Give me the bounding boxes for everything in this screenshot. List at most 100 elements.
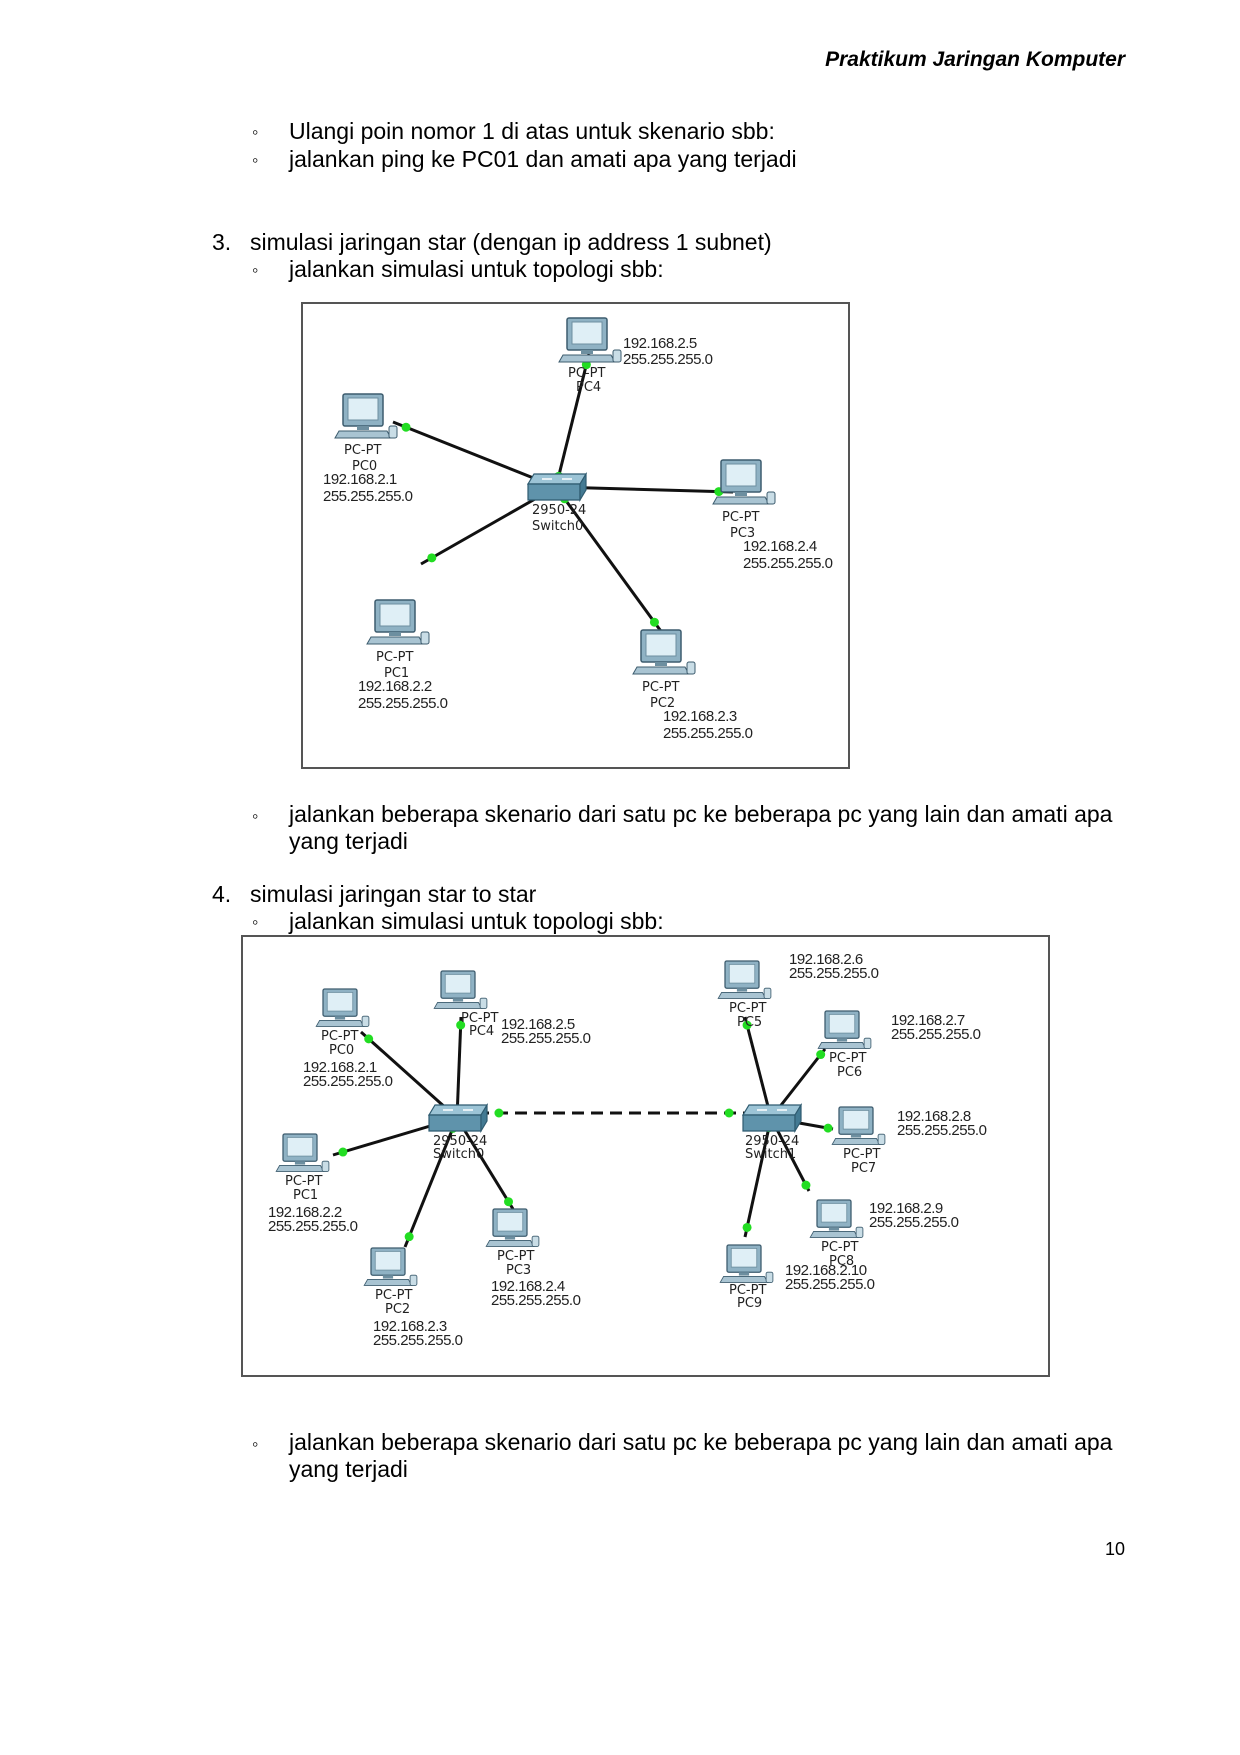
pc-mask: 255.255.255.0 (789, 965, 879, 982)
bullet-glyph: ◦ (252, 912, 259, 932)
network-link (392, 420, 557, 489)
section-title: simulasi jaringan star to star (250, 881, 537, 907)
pc-mask: 255.255.255.0 (891, 1026, 981, 1043)
pc-icon (334, 393, 398, 439)
pc-ip: 192.168.2.8 (897, 1108, 971, 1125)
pc-type: PC-PT (497, 1249, 534, 1264)
pc-name: PC6 (837, 1065, 862, 1080)
network-link (554, 486, 665, 635)
bullet-text: jalankan beberapa skenario dari satu pc … (289, 801, 1113, 827)
pc-name: PC3 (506, 1263, 531, 1278)
pc-name: PC4 (576, 380, 601, 395)
bullet-text: jalankan simulasi untuk topologi sbb: (289, 908, 664, 934)
pc-type: PC-PT (642, 680, 679, 695)
bullet-glyph: ◦ (252, 122, 259, 142)
pc-type: PC-PT (321, 1029, 358, 1044)
pc-type: PC-PT (729, 1001, 766, 1016)
network-link (743, 1016, 773, 1119)
pc-name: PC1 (293, 1188, 318, 1203)
pc-mask: 255.255.255.0 (358, 695, 448, 712)
pc-ip: 192.168.2.2 (268, 1204, 342, 1221)
pc-mask: 255.255.255.0 (501, 1030, 591, 1047)
pc-icon (433, 970, 488, 1009)
pc-type: PC-PT (729, 1283, 766, 1298)
pc-ip: 192.168.2.4 (743, 538, 817, 555)
pc-icon (558, 317, 622, 363)
pc-name: PC4 (469, 1024, 494, 1039)
diagram1-canvas: 2950-24Switch0PC-PTPC0192.168.2.1255.255… (323, 317, 833, 742)
pc-ip: 192.168.2.1 (303, 1059, 377, 1076)
pc-mask: 255.255.255.0 (373, 1332, 463, 1349)
pc-ip: 192.168.2.3 (373, 1318, 447, 1335)
pc-ip: 192.168.2.3 (663, 708, 737, 725)
link-status-light (649, 617, 659, 627)
pc-icon (275, 1133, 330, 1172)
pc-name: PC9 (737, 1296, 762, 1311)
link-status-light (724, 1108, 734, 1118)
pc-type: PC-PT (829, 1051, 866, 1066)
pc-icon (363, 1247, 418, 1286)
pc-ip: 192.168.2.5 (623, 335, 697, 352)
network-link (455, 1016, 463, 1119)
pc-name: PC3 (730, 526, 755, 541)
bullet-text: yang terjadi (289, 1456, 408, 1482)
pc-name: PC7 (851, 1161, 876, 1176)
pc-mask: 255.255.255.0 (897, 1122, 987, 1139)
pc-type: PC-PT (722, 510, 759, 525)
link-status-light (401, 422, 411, 432)
link-status-light (816, 1050, 826, 1060)
network-link (359, 1030, 459, 1120)
section-title: simulasi jaringan star (dengan ip addres… (250, 229, 772, 255)
pc-name: PC2 (385, 1302, 410, 1317)
link-status-light (742, 1222, 752, 1232)
link-status-light (504, 1197, 514, 1207)
pc-mask: 255.255.255.0 (743, 555, 833, 572)
switch-model: 2950-24 (532, 503, 586, 518)
link-status-light (364, 1034, 374, 1044)
pc-ip: 192.168.2.6 (789, 951, 863, 968)
section-number: 4. (212, 881, 232, 907)
pc-icon (809, 1199, 864, 1238)
pc-ip: 192.168.2.1 (323, 471, 397, 488)
network-link (455, 1117, 515, 1210)
bullet-text: Ulangi poin nomor 1 di atas untuk skenar… (289, 118, 775, 144)
switch-name: Switch0 (532, 519, 583, 534)
pc-icon (817, 1010, 872, 1049)
pc-mask: 255.255.255.0 (785, 1276, 875, 1293)
switch-model: 2950-24 (433, 1134, 487, 1149)
pc-icon (712, 459, 776, 505)
switch-icon (526, 471, 588, 503)
pc-type: PC-PT (843, 1147, 880, 1162)
switch-name: Switch1 (745, 1147, 796, 1162)
pc-icon (366, 599, 430, 645)
switch-name: Switch0 (433, 1147, 484, 1162)
pc-mask: 255.255.255.0 (303, 1073, 393, 1090)
bullet-text: jalankan ping ke PC01 dan amati apa yang… (289, 146, 797, 172)
pc-name: PC0 (329, 1043, 354, 1058)
pc-type: PC-PT (285, 1174, 322, 1189)
pc-mask: 255.255.255.0 (623, 351, 713, 368)
pc-mask: 255.255.255.0 (491, 1292, 581, 1309)
pc-type: PC-PT (568, 366, 605, 381)
link-status-light (742, 1020, 752, 1030)
pc-ip: 192.168.2.7 (891, 1012, 965, 1029)
pc-name: PC8 (829, 1254, 854, 1269)
pc-icon (717, 960, 772, 999)
link-status-light (427, 553, 437, 563)
link-status-light (404, 1232, 414, 1242)
diagram2-canvas: 2950-24Switch02950-24Switch1PC-PTPC0192.… (268, 951, 987, 1349)
network-link (403, 1117, 459, 1248)
pc-type: PC-PT (344, 443, 381, 458)
bullet-glyph: ◦ (252, 1434, 259, 1454)
link-status-light (456, 1020, 466, 1030)
bullet-text: jalankan simulasi untuk topologi sbb: (289, 256, 664, 282)
link-status-light (823, 1123, 833, 1133)
switch-model: 2950-24 (745, 1134, 799, 1149)
pc-type: PC-PT (461, 1011, 498, 1026)
pc-name: PC0 (352, 459, 377, 474)
pc-mask: 255.255.255.0 (869, 1214, 959, 1231)
pc-ip: 192.168.2.2 (358, 678, 432, 695)
pc-name: PC2 (650, 696, 675, 711)
link-status-light (338, 1147, 348, 1157)
